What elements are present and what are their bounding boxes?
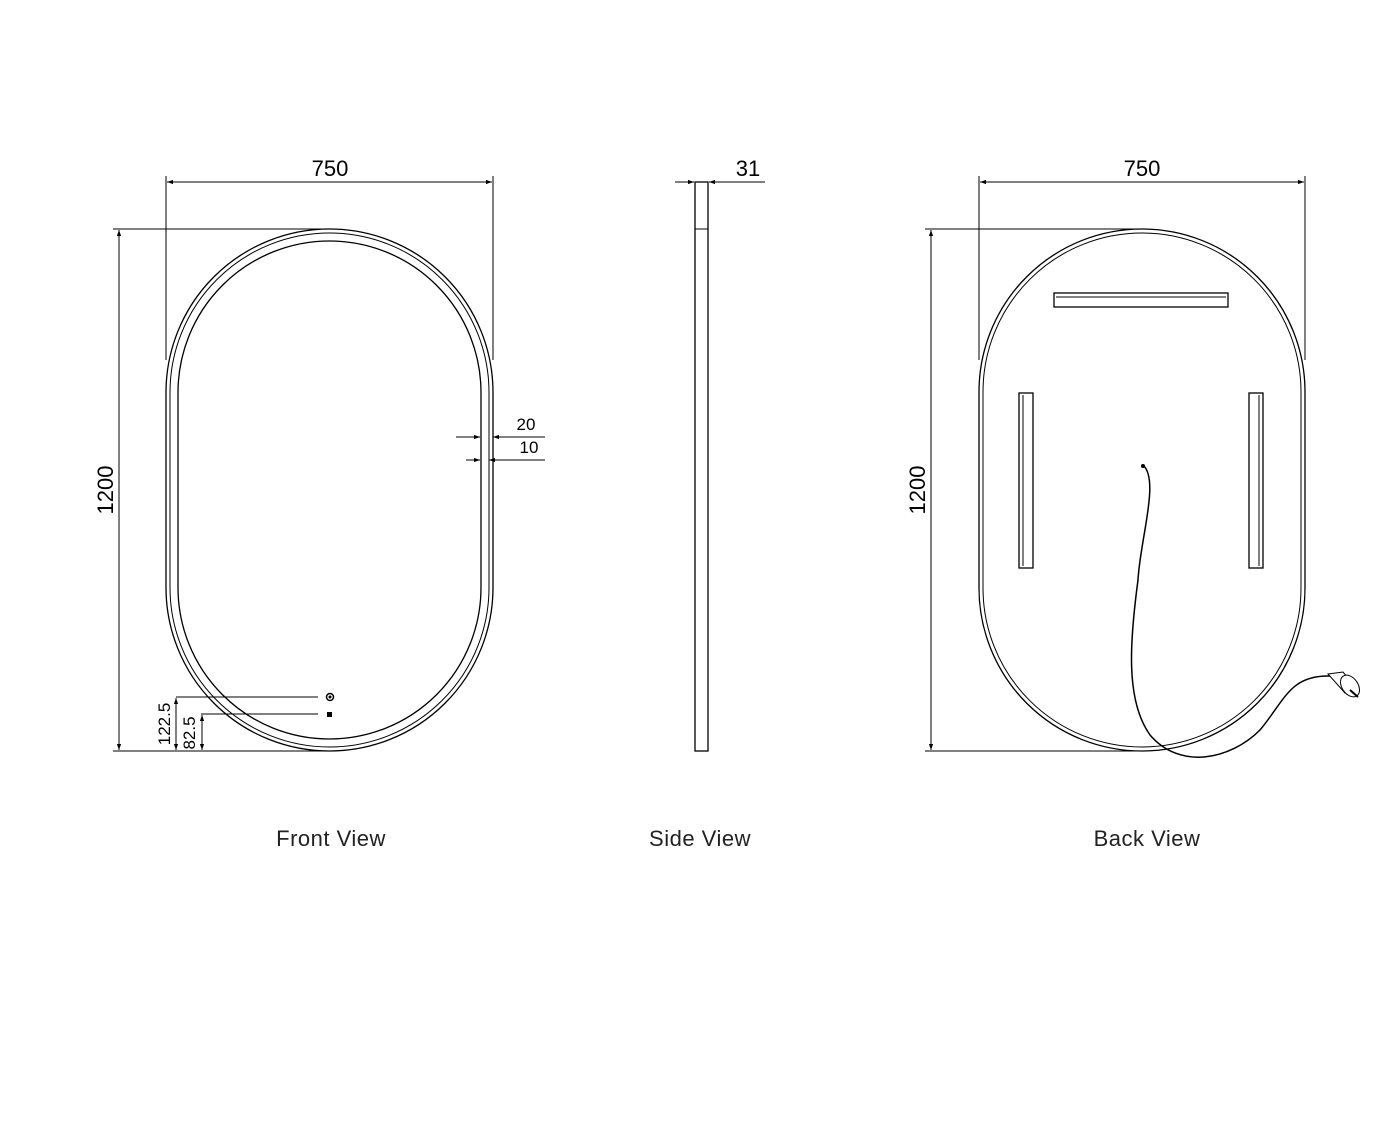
front-view-label: Front View [276,826,386,851]
sensor-button-icon [327,712,332,717]
left-mount-bracket [1018,392,1034,569]
frame-20-dimension: 20 [517,415,536,434]
button-122-5-dimension: 122.5 [155,703,174,746]
front-view: 750 1200 20 10 122.5 82.5 Front View [93,156,545,851]
touch-button-icon [325,692,335,702]
mirror-frame-line [169,232,490,748]
side-view-label: Side View [649,826,751,851]
top-mount-bracket [1053,292,1229,308]
depth-dimension: 31 [736,156,760,181]
back-width-dimension: 750 [1124,156,1161,181]
front-width-dimension: 750 [312,156,349,181]
back-view-label: Back View [1094,826,1201,851]
button-82-5-dimension: 82.5 [180,716,199,749]
mirror-glass-edge [177,240,482,740]
front-height-dimension: 1200 [93,466,118,515]
right-mount-bracket [1248,392,1264,569]
side-profile [694,181,709,752]
back-view: 750 1200 Back View [905,156,1361,851]
mirror-outer-edge [165,228,494,752]
back-height-dimension: 1200 [905,466,930,515]
plug-icon [1326,671,1361,698]
power-cord [1130,464,1331,758]
frame-10-dimension: 10 [520,438,539,457]
side-view: 31 Side View [649,156,765,851]
